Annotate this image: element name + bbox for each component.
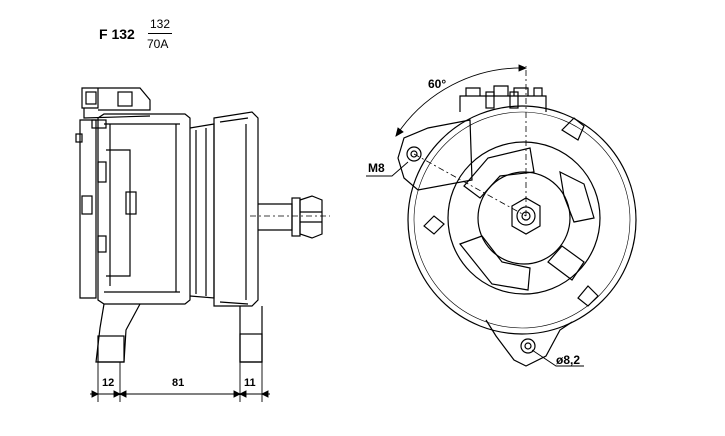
front-view [366, 64, 637, 367]
fraction-bar [148, 33, 172, 34]
dimension-lines [90, 362, 270, 402]
model-label: F 132 [99, 26, 135, 42]
side-view [75, 87, 330, 363]
angle-label: 60° [428, 77, 447, 91]
dimension-left-label: 12 [102, 377, 115, 389]
fraction-top-label: 132 [150, 17, 171, 31]
dimension-right-label: 11 [244, 377, 256, 389]
thread-label: M8 [368, 161, 385, 175]
dimension-middle-label: 81 [172, 377, 185, 389]
fraction-bottom-label: 70A [147, 37, 169, 51]
hole-diameter-label: ø8,2 [556, 353, 581, 367]
